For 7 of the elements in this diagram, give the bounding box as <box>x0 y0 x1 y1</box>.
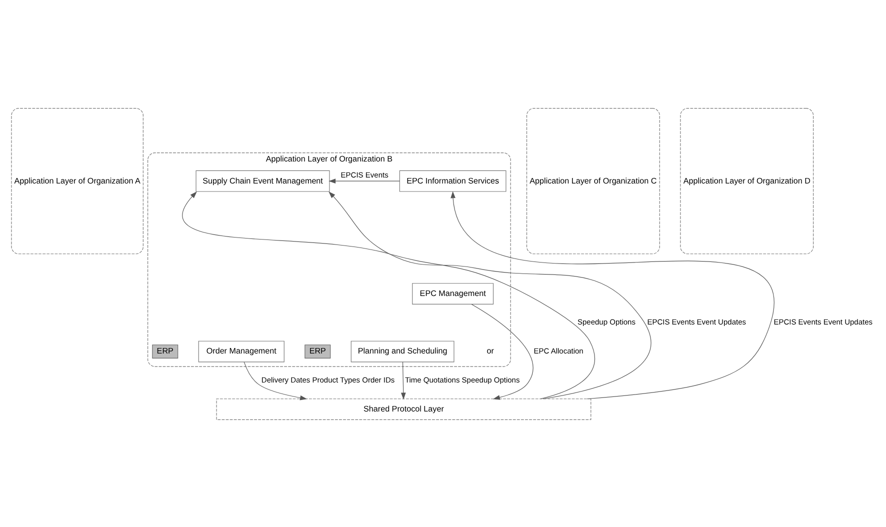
arrow <box>328 190 652 399</box>
arrow <box>471 303 534 400</box>
arrow <box>400 361 406 400</box>
arrow <box>450 190 774 399</box>
arrow <box>328 178 400 184</box>
arrow <box>244 361 308 400</box>
arrow <box>182 190 595 399</box>
